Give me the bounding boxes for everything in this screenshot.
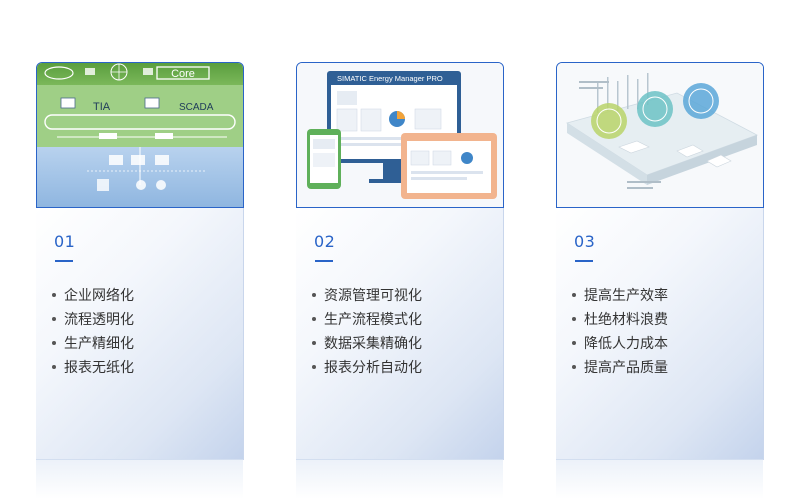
bullet-icon (312, 317, 316, 321)
list-item: 企业网络化 (52, 284, 134, 308)
bullet-icon (572, 317, 576, 321)
core-label: Core (171, 68, 195, 80)
bullet-icon (312, 365, 316, 369)
list-item: 生产精细化 (52, 332, 134, 356)
card-01[interactable]: Core TIA SCADA 01 企业网络化 流程透明化 (36, 62, 244, 499)
list-item: 生产流程模式化 (312, 308, 422, 332)
number-underline (55, 260, 73, 262)
list-item: 提高生产效率 (572, 284, 668, 308)
scada-label: SCADA (179, 102, 214, 113)
bullet-icon (312, 293, 316, 297)
bullet-icon (572, 293, 576, 297)
list-item: 降低人力成本 (572, 332, 668, 356)
number-underline (575, 260, 593, 262)
bullet-icon (52, 365, 56, 369)
list-item: 报表无纸化 (52, 356, 134, 380)
bullet-icon (52, 317, 56, 321)
bullet-icon (572, 341, 576, 345)
card-info: 01 企业网络化 流程透明化 生产精细化 报表无纸化 (36, 208, 244, 499)
list-item: 报表分析自动化 (312, 356, 422, 380)
bullet-icon (52, 293, 56, 297)
card-number: 02 (314, 232, 336, 251)
energy-manager-image: SIMATIC Energy Manager PRO (296, 62, 504, 208)
bullet-icon (52, 341, 56, 345)
card-info: 02 资源管理可视化 生产流程模式化 数据采集精确化 报表分析自动化 (296, 208, 504, 499)
card-02[interactable]: SIMATIC Energy Manager PRO (296, 62, 504, 499)
card-number: 01 (54, 232, 76, 251)
list-item: 资源管理可视化 (312, 284, 422, 308)
cloud-platform-image (556, 62, 764, 208)
number-underline (315, 260, 333, 262)
list-item: 杜绝材料浪费 (572, 308, 668, 332)
tia-label: TIA (93, 101, 111, 113)
bullet-icon (312, 341, 316, 345)
list-item: 流程透明化 (52, 308, 134, 332)
monitor-title: SIMATIC Energy Manager PRO (337, 74, 443, 83)
bullet-icon (572, 365, 576, 369)
list-item: 数据采集精确化 (312, 332, 422, 356)
feature-list: 提高生产效率 杜绝材料浪费 降低人力成本 提高产品质量 (572, 284, 668, 380)
network-diagram-image: Core TIA SCADA (36, 62, 244, 208)
card-03[interactable]: 03 提高生产效率 杜绝材料浪费 降低人力成本 提高产品质量 (556, 62, 764, 499)
feature-list: 资源管理可视化 生产流程模式化 数据采集精确化 报表分析自动化 (312, 284, 422, 380)
card-info: 03 提高生产效率 杜绝材料浪费 降低人力成本 提高产品质量 (556, 208, 764, 499)
card-number: 03 (574, 232, 596, 251)
list-item: 提高产品质量 (572, 356, 668, 380)
feature-list: 企业网络化 流程透明化 生产精细化 报表无纸化 (52, 284, 134, 380)
